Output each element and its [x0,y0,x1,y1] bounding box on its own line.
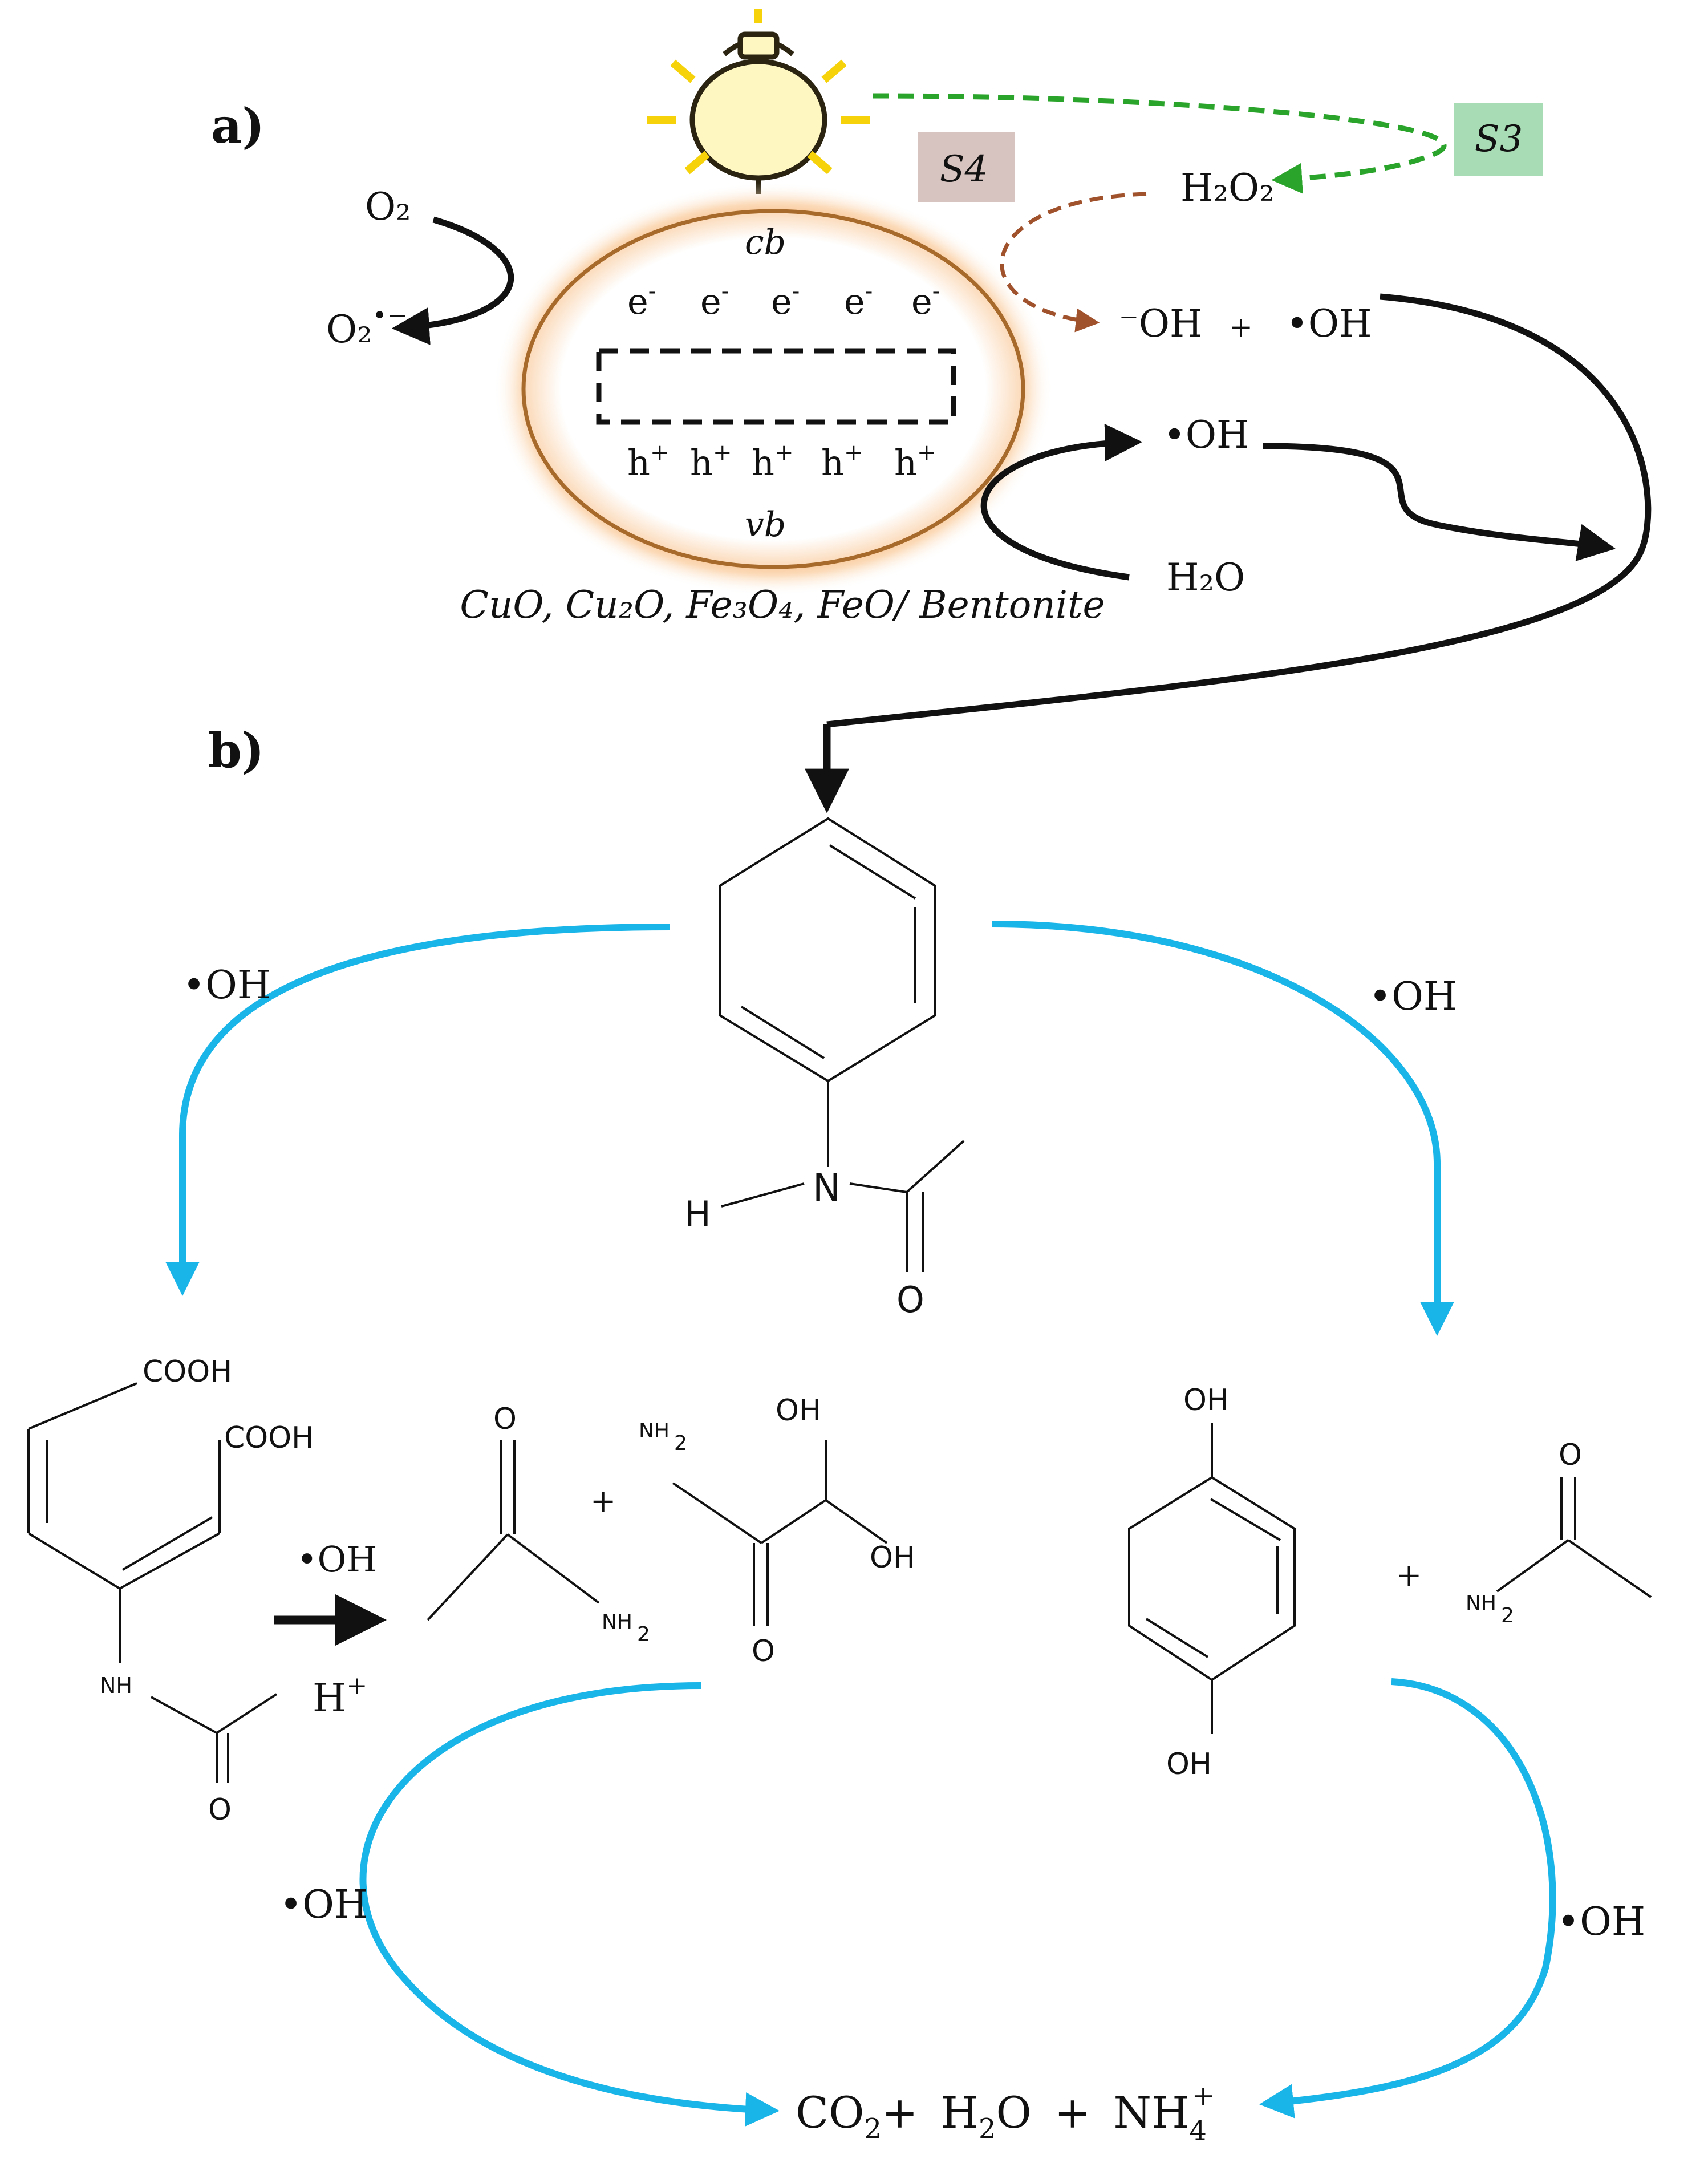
acetamide-b-o: O [1559,1438,1582,1472]
hydroquinone-oh-bottom: OH [1166,1747,1212,1781]
intermediate-nh: NH [100,1673,132,1698]
oh-radical-merge-arrow [1263,443,1616,561]
cooh-top: COOH [143,1355,232,1389]
water-oxidation-arrow [980,423,1143,581]
electron-4: e- [844,278,873,322]
cooh-mid: COOH [224,1421,314,1455]
water-label: H₂O [1166,556,1245,600]
hole-1: h+ [627,440,669,484]
paracetamol-o: O [896,1279,924,1321]
hydroxyl-radical-label-1: •OH [1286,302,1372,346]
holes-row: h+ h+ h+ h+ h+ [627,440,936,484]
left-oh-label: •OH [182,963,271,1008]
superoxide-label: O₂•− [326,301,408,351]
hole-4: h+ [821,440,863,484]
plus-sign-right: + [1396,1557,1422,1593]
dicarboxylic-intermediate [27,1382,278,1783]
h-plus-label: H+ [313,1671,367,1721]
o2-label: O₂ [365,185,411,229]
hydroxyl-radical-label-2: •OH [1163,413,1249,457]
acetamide-a-nh2: NH2 [602,1610,650,1646]
bottom-left-oh-label: •OH [279,1882,368,1927]
band-gap-box [596,348,956,425]
oxamic-oh-top: OH [776,1394,821,1428]
tag-s4-box [918,132,1015,202]
intermediate-o: O [208,1793,232,1827]
final-products: CO2+H2O+NH4+ [796,2080,1215,2147]
hole-3: h+ [752,440,793,484]
hole-2: h+ [690,440,732,484]
conduction-band-label: cb [745,222,786,262]
oxamic-molecule [672,1440,888,1626]
panel-label-b: b) [208,722,264,779]
tag-s3-box [1454,103,1543,176]
tag-s3: S3 [1475,118,1523,160]
bottom-right-mineralization-arrow [1259,1678,1556,2119]
paracetamol-molecule [719,817,965,1272]
light-to-h2o2-arrow [872,93,1447,194]
oh-radical-main-arrow [826,293,1652,728]
bottom-left-mineralization-arrow [359,1682,780,2127]
plus-sign-a: + [1229,310,1253,343]
right-oh-attack-arrow [992,921,1454,1336]
hydroxide-label: ⁻OH [1119,302,1203,346]
catalyst-particle [521,209,1025,569]
oxamic-nh2: NH2 [639,1419,687,1455]
acetamide-molecule-a [427,1440,600,1621]
electron-1: e- [627,278,656,322]
oxamic-oh-right: OH [870,1541,915,1575]
valence-band-label: vb [745,505,786,545]
right-oh-label: •OH [1369,974,1457,1019]
hydroquinone-oh-top: OH [1183,1383,1229,1417]
hydroquinone-molecule [1128,1423,1296,1734]
catalyst-name: CuO, Cu₂O, Fe₃O₄, FeO/ Bentonite [460,583,1105,627]
acetamide-molecule-b [1496,1477,1652,1598]
left-oh-attack-arrow [165,924,671,1296]
acetamide-b-nh2: NH2 [1466,1591,1514,1627]
hole-5: h+ [894,440,936,484]
plus-sign-mid: + [590,1483,616,1519]
electron-2: e- [700,278,729,322]
h2o2-split-arrow [1000,192,1147,333]
tag-s4: S4 [940,148,988,191]
mid-oh-label: •OH [297,1538,377,1580]
o2-reduction-arrow [391,216,514,345]
bottom-right-oh-label: •OH [1557,1899,1645,1945]
light-bulb-icon [647,9,870,194]
electron-3: e- [771,278,800,322]
electron-5: e- [911,278,940,322]
paracetamol-h: H [684,1193,711,1235]
electrons-row: e-e-e-e-e- [627,278,940,322]
oxamic-o: O [752,1634,775,1668]
h2o2-label: H₂O₂ [1180,166,1275,210]
acetamide-a-o: O [493,1402,517,1436]
paracetamol-n: N [813,1166,841,1210]
panel-label-a: a) [211,98,265,154]
